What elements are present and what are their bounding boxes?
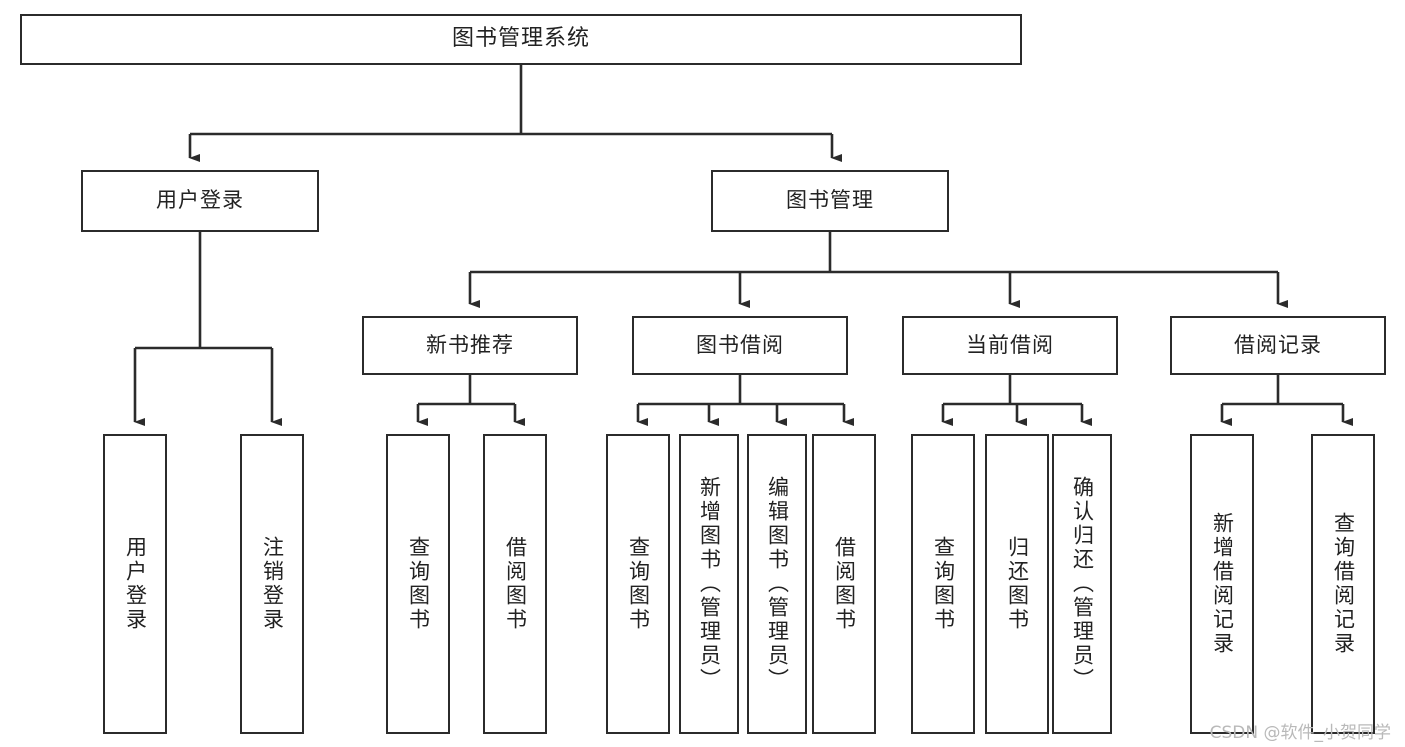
node-user-login-label: 用户登录	[156, 188, 244, 213]
node-leaf-add-book-label: 新增图书（管理员）	[697, 476, 722, 692]
node-new-book-recommend-label: 新书推荐	[426, 332, 514, 357]
node-leaf-confirm-return-label: 确认归还（管理员）	[1070, 476, 1095, 692]
node-leaf-borrow-book-1-label: 借阅图书	[503, 536, 528, 632]
node-leaf-user-login-label: 用户登录	[123, 536, 148, 632]
node-user-login[interactable]: 用户登录	[81, 170, 319, 232]
node-leaf-return-book-label: 归还图书	[1005, 536, 1030, 632]
node-borrow-record-label: 借阅记录	[1234, 332, 1322, 357]
node-book-management-label: 图书管理	[786, 188, 874, 213]
watermark: CSDN @软件_小贺同学	[1209, 723, 1391, 743]
node-leaf-add-borrow-record[interactable]: 新增借阅记录	[1190, 434, 1254, 734]
node-leaf-user-login[interactable]: 用户登录	[103, 434, 167, 734]
node-leaf-return-book[interactable]: 归还图书	[985, 434, 1049, 734]
node-leaf-add-book[interactable]: 新增图书（管理员）	[679, 434, 739, 734]
node-leaf-query-book-2-label: 查询图书	[626, 536, 651, 632]
node-leaf-query-borrow-record-label: 查询借阅记录	[1331, 512, 1356, 656]
node-leaf-borrow-book-1[interactable]: 借阅图书	[483, 434, 547, 734]
node-leaf-logout-login[interactable]: 注销登录	[240, 434, 304, 734]
node-leaf-borrow-book-2[interactable]: 借阅图书	[812, 434, 876, 734]
node-leaf-query-borrow-record[interactable]: 查询借阅记录	[1311, 434, 1375, 734]
node-leaf-query-book-3[interactable]: 查询图书	[911, 434, 975, 734]
node-current-borrow[interactable]: 当前借阅	[902, 316, 1118, 375]
node-book-management[interactable]: 图书管理	[711, 170, 949, 232]
node-root-label: 图书管理系统	[451, 26, 590, 52]
node-leaf-borrow-book-2-label: 借阅图书	[832, 536, 857, 632]
node-leaf-logout-login-label: 注销登录	[260, 536, 285, 632]
node-leaf-query-book-3-label: 查询图书	[931, 536, 956, 632]
node-borrow-record[interactable]: 借阅记录	[1170, 316, 1386, 375]
node-leaf-query-book-1[interactable]: 查询图书	[386, 434, 450, 734]
node-leaf-edit-book-label: 编辑图书（管理员）	[765, 476, 790, 692]
node-book-borrow-label: 图书借阅	[696, 332, 784, 357]
node-leaf-add-borrow-record-label: 新增借阅记录	[1210, 512, 1235, 656]
node-leaf-query-book-2[interactable]: 查询图书	[606, 434, 670, 734]
node-leaf-edit-book[interactable]: 编辑图书（管理员）	[747, 434, 807, 734]
node-book-borrow[interactable]: 图书借阅	[632, 316, 848, 375]
node-new-book-recommend[interactable]: 新书推荐	[362, 316, 578, 375]
node-leaf-confirm-return[interactable]: 确认归还（管理员）	[1052, 434, 1112, 734]
node-leaf-query-book-1-label: 查询图书	[406, 536, 431, 632]
node-current-borrow-label: 当前借阅	[966, 332, 1054, 357]
node-root[interactable]: 图书管理系统	[20, 14, 1022, 65]
